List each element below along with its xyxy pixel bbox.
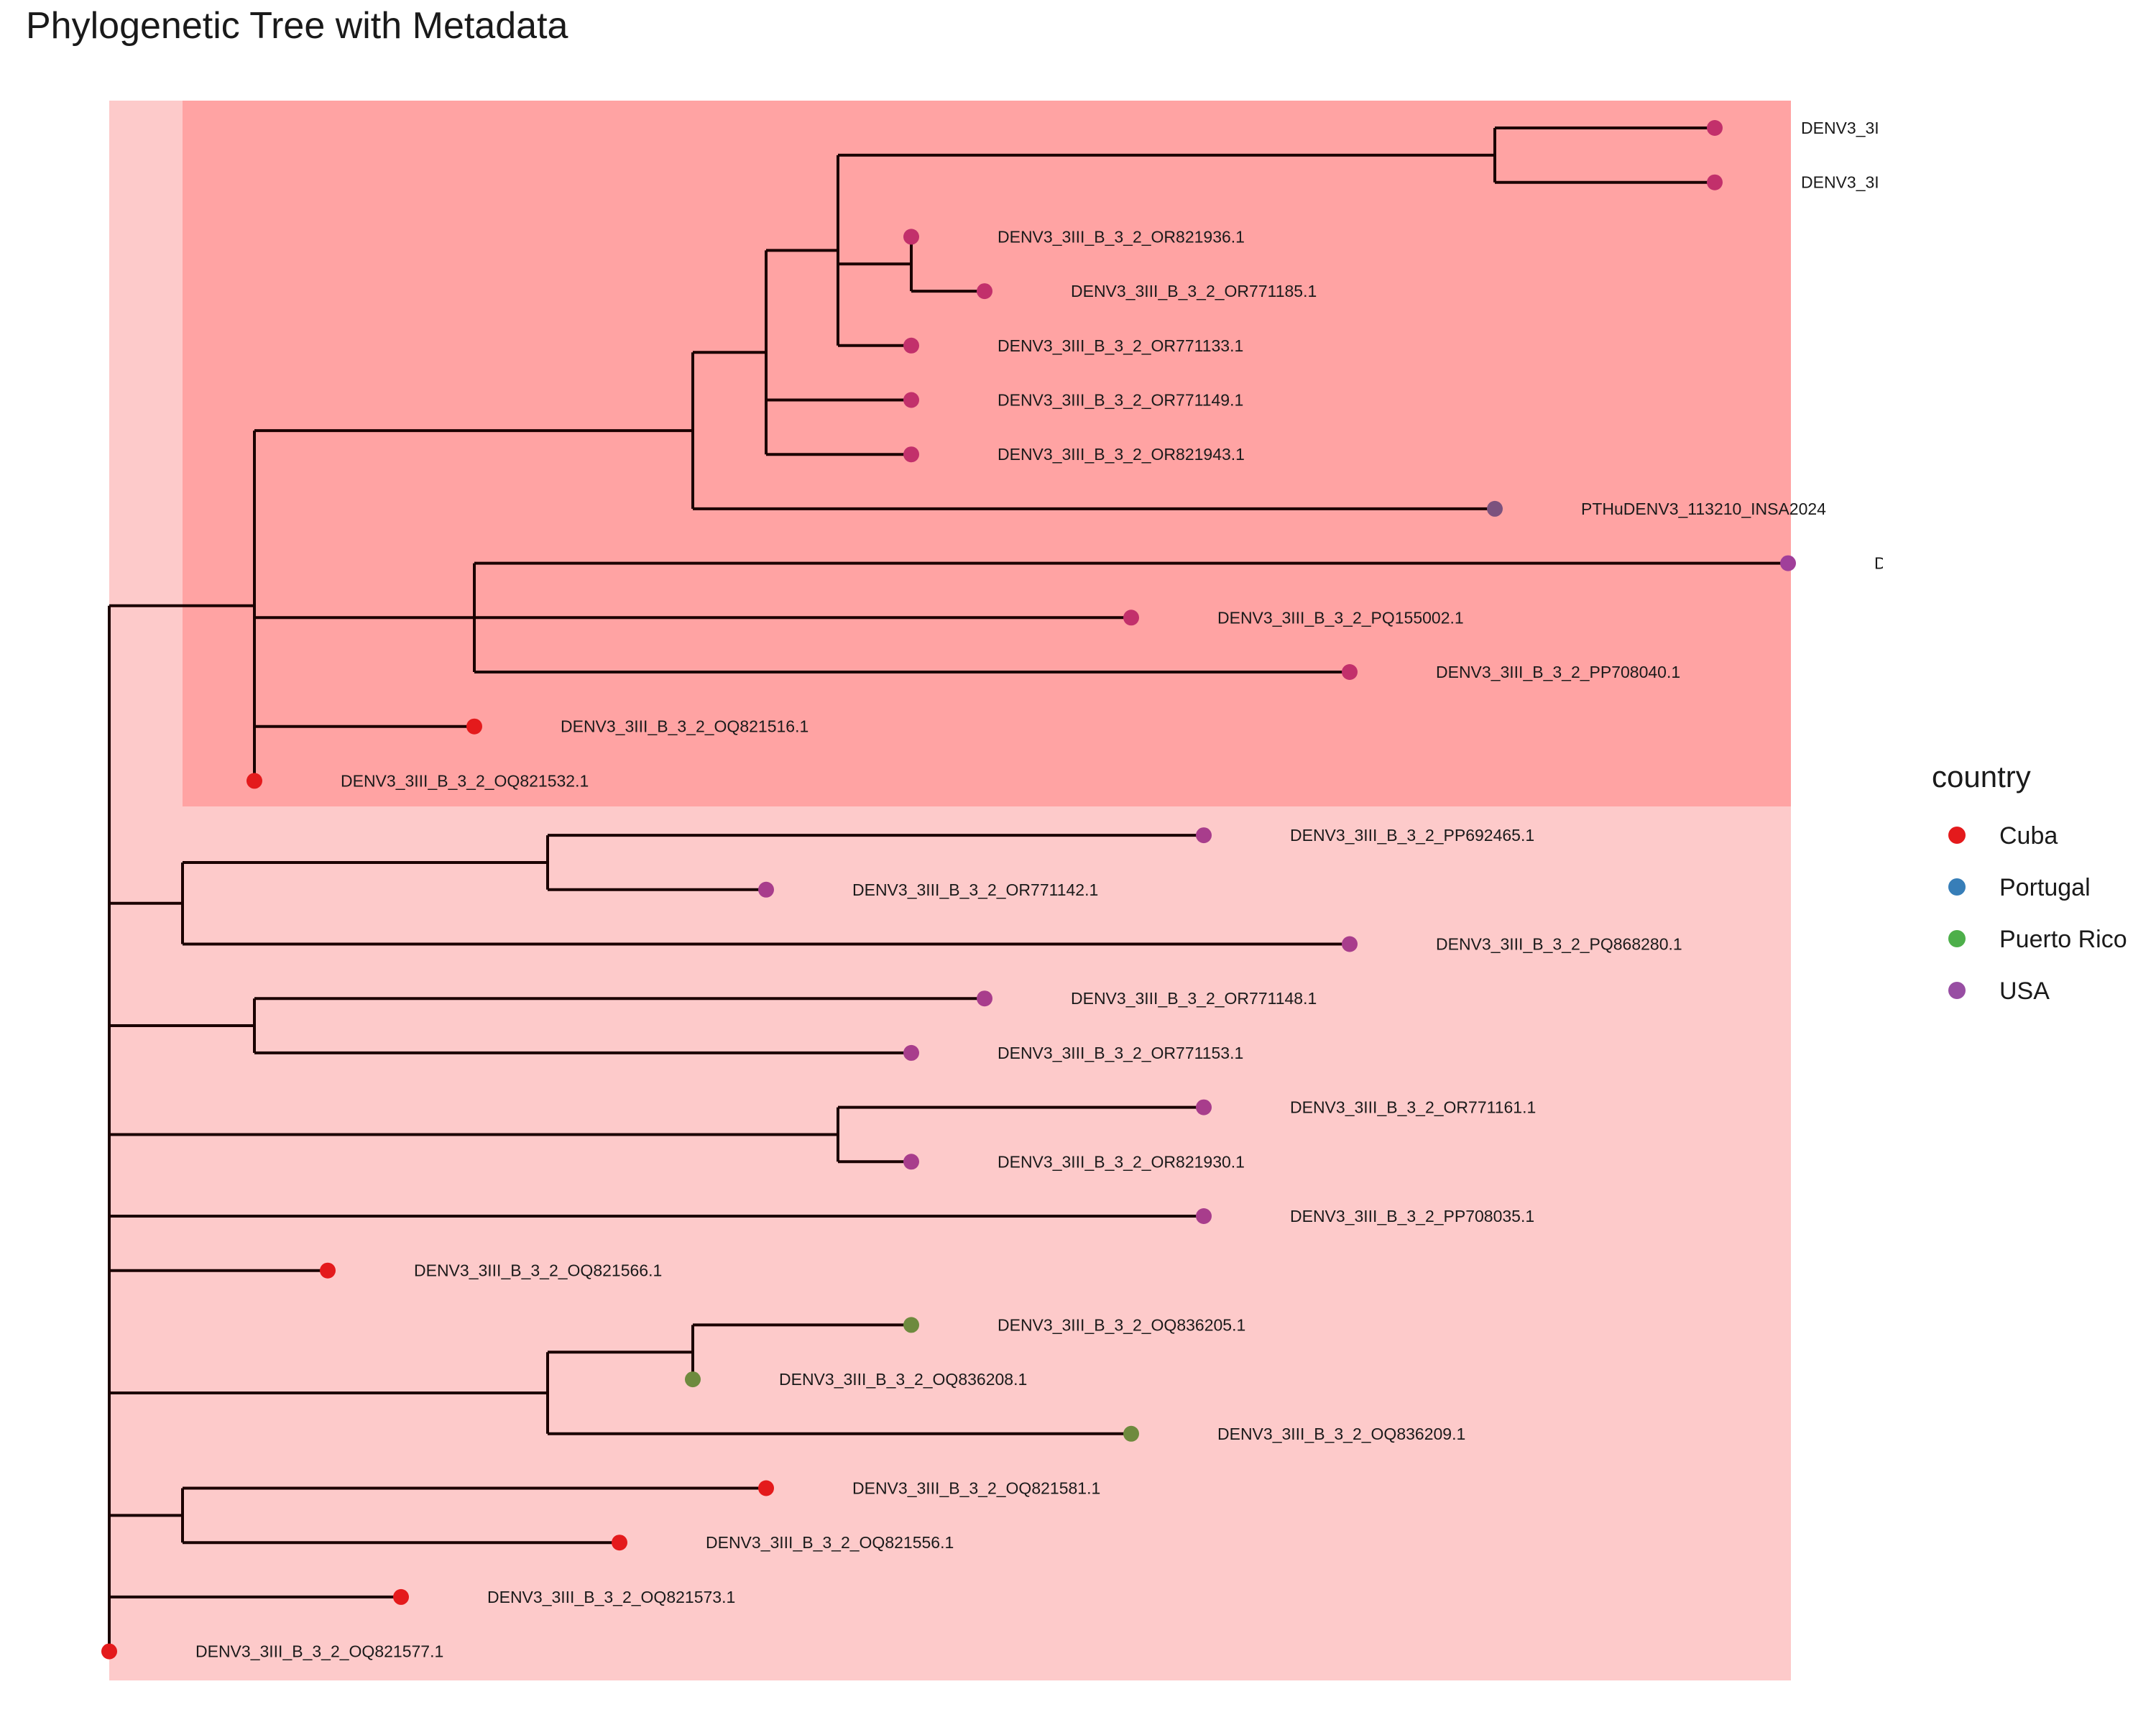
tip-point — [903, 1154, 919, 1170]
tip-label: DENV3_3III_B_3_2_OQ821532.1 — [341, 771, 589, 790]
legend-label: Cuba — [1999, 822, 2058, 850]
tip-point — [903, 337, 919, 354]
tip-point — [903, 229, 919, 245]
tip-point — [758, 1480, 774, 1496]
legend-key — [1948, 930, 1966, 947]
tip-label: DENV3_3III_B_3_2_OR821930.1 — [998, 1152, 1245, 1171]
tip-label: DENV3_3III_B_3_2_OR821943.1 — [998, 445, 1245, 464]
tip-point — [977, 990, 992, 1007]
tip-label: DENV3_3III_B_3_2_OR771133.1 — [998, 336, 1243, 355]
tip-point — [466, 718, 482, 735]
legend-key — [1948, 878, 1966, 896]
tip-label: DENV3_3III_B_3_2_OQ821566.1 — [414, 1261, 662, 1280]
tip-label: DENV3_3III_B_3_2_OR771148.1 — [1071, 989, 1317, 1008]
tip-point — [1342, 936, 1358, 952]
tip-point — [903, 446, 919, 463]
legend-key — [1948, 982, 1966, 999]
tip-label: DENV3_3III_B_3_2_OQ821581.1 — [852, 1479, 1100, 1498]
tip-label: DENV3_3III_B_3_2_OR771161.1 — [1290, 1098, 1536, 1117]
tip-label: DENV3_3III_B_3_2_OR771153.1 — [998, 1044, 1243, 1062]
tip-point — [1196, 1099, 1212, 1116]
tip-point — [1707, 174, 1723, 190]
legend-label: USA — [1999, 978, 2050, 1005]
tip-point — [320, 1262, 336, 1279]
tip-label: DENV3_3I — [1801, 173, 1879, 192]
tip-point — [1123, 1425, 1139, 1442]
tip-point — [612, 1535, 627, 1551]
tip-label: DENV3_3III_B_3_2_OQ836209.1 — [1217, 1425, 1465, 1443]
tip-label: DENV3_3III_B_3_2_OR771185.1 — [1071, 282, 1317, 300]
tip-point — [247, 773, 262, 789]
tip-point — [977, 283, 992, 300]
clade-highlight-inner — [183, 101, 1791, 806]
tip-point — [393, 1588, 409, 1605]
tip-point — [685, 1371, 701, 1388]
tip-point — [1780, 555, 1796, 571]
tip-point — [758, 881, 774, 898]
tip-point — [1123, 610, 1139, 626]
tip-label: DENV3_3III_B_3_2_OQ836205.1 — [998, 1315, 1245, 1334]
tip-label: DENV3_3III_B_3_2_OQ821516.1 — [561, 717, 808, 736]
tip-label: DENV3_3III_B_3_2_PQ868280.1 — [1436, 935, 1682, 954]
tip-point — [903, 1044, 919, 1061]
tip-label: DENV3_3III_B_3_2_PP692465.1 — [1290, 826, 1534, 845]
tip-point — [903, 392, 919, 408]
legend-title: country — [1932, 760, 2031, 794]
chart-title: Phylogenetic Tree with Metadata — [26, 5, 568, 47]
tip-label: DENV3_3III_B_3_2_OR771149.1 — [998, 391, 1243, 410]
legend-label: Puerto Rico — [1999, 926, 2127, 953]
tip-label: DENV3_3III_B_3_2_PQ155002.1 — [1217, 608, 1464, 627]
tip-label: DENV3_3III_B_3_2_OQ821556.1 — [706, 1533, 954, 1552]
tip-label: DENV3_3III_B_3_2_OQ821577.1 — [195, 1642, 443, 1661]
legend-label: Portugal — [1999, 874, 2091, 901]
tip-label: DENV3_3III_B_3_2_PP708040.1 — [1436, 663, 1680, 681]
tip-point — [1196, 827, 1212, 844]
tip-label: DENV3_3I — [1801, 119, 1879, 137]
tip-label: DENV3_3III_B_3_2_OQ836208.1 — [779, 1370, 1027, 1389]
tip-label: D — [1874, 554, 1886, 573]
tip-label: DENV3_3III_B_3_2_OQ821573.1 — [487, 1588, 735, 1606]
tip-point — [101, 1643, 117, 1660]
tip-point — [1487, 500, 1503, 517]
tip-label: DENV3_3III_B_3_2_OR821936.1 — [998, 227, 1245, 246]
tip-label: DENV3_3III_B_3_2_OR771142.1 — [852, 880, 1098, 899]
tip-point — [1196, 1208, 1212, 1224]
tip-point — [1707, 120, 1723, 136]
legend-key — [1948, 827, 1966, 844]
tip-label: PTHuDENV3_113210_INSA2024 — [1581, 500, 1826, 518]
tip-point — [1342, 664, 1358, 680]
tip-point — [903, 1317, 919, 1333]
tip-label: DENV3_3III_B_3_2_PP708035.1 — [1290, 1207, 1534, 1225]
